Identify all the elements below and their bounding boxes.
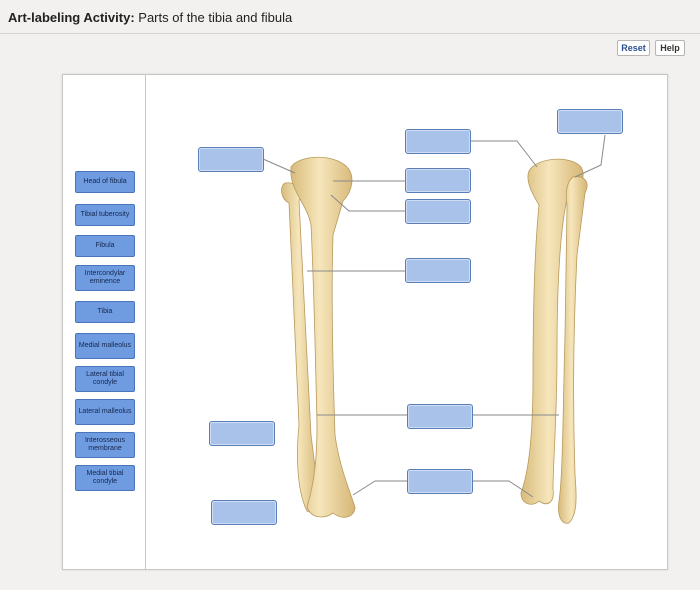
label-tibial-tuberosity[interactable]: Tibial tuberosity xyxy=(75,204,135,226)
activity-panel: Head of fibula Tibial tuberosity Fibula … xyxy=(62,74,668,570)
label-bank: Head of fibula Tibial tuberosity Fibula … xyxy=(63,75,146,569)
label-medial-tibial-condyle[interactable]: Medial tibial condyle xyxy=(75,465,135,491)
title-rest: Parts of the tibia and fibula xyxy=(138,10,293,25)
label-medial-malleolus[interactable]: Medial malleolus xyxy=(75,333,135,359)
drop-target-2[interactable] xyxy=(405,129,471,154)
label-lateral-tibial-condyle[interactable]: Lateral tibial condyle xyxy=(75,366,135,392)
drop-target-7[interactable] xyxy=(407,404,473,429)
drop-target-5[interactable] xyxy=(405,199,471,224)
label-intercondylar-eminence[interactable]: Intercondylar eminence xyxy=(75,265,135,291)
label-tibia[interactable]: Tibia xyxy=(75,301,135,323)
drop-target-9[interactable] xyxy=(407,469,473,494)
drop-target-6[interactable] xyxy=(405,258,471,283)
page-title: Art-labeling Activity: Parts of the tibi… xyxy=(8,10,292,25)
reset-button[interactable]: Reset xyxy=(617,40,650,56)
drop-target-1[interactable] xyxy=(198,147,264,172)
tibia-fibula-illustration xyxy=(262,134,606,524)
title-bold: Art-labeling Activity: xyxy=(8,10,135,25)
drop-target-4[interactable] xyxy=(405,168,471,193)
right-bone-view xyxy=(520,158,588,524)
label-head-of-fibula[interactable]: Head of fibula xyxy=(75,171,135,193)
label-interosseous-membrane[interactable]: Interosseous membrane xyxy=(75,432,135,458)
drop-target-10[interactable] xyxy=(211,500,277,525)
left-bone-view xyxy=(281,156,356,518)
help-button[interactable]: Help xyxy=(655,40,685,56)
label-fibula[interactable]: Fibula xyxy=(75,235,135,257)
drop-target-3[interactable] xyxy=(557,109,623,134)
label-lateral-malleolus[interactable]: Lateral malleolus xyxy=(75,399,135,425)
header-divider xyxy=(0,33,700,34)
drop-target-8[interactable] xyxy=(209,421,275,446)
